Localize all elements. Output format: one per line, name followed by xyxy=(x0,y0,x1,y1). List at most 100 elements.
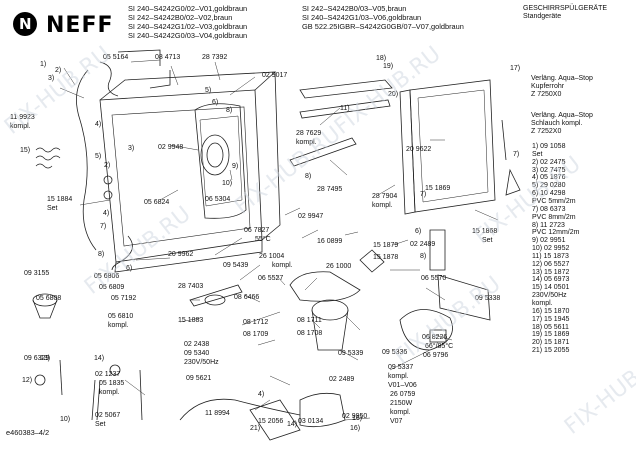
heater xyxy=(399,309,453,351)
model-line: SI 240–S4242G0/02–V01,goldbraun xyxy=(128,4,248,13)
parts-list-entry: 19) 15 1869 xyxy=(532,331,570,339)
part-callout: 15 2056 xyxy=(258,418,284,425)
part-callout: 08 4713 xyxy=(155,54,181,61)
parts-list-entry: 20) 15 1871 xyxy=(532,339,570,347)
svg-text:16): 16) xyxy=(352,415,362,422)
category-title: GESCHIRRSPÜLGERÄTE xyxy=(523,5,608,12)
inlet-hose xyxy=(149,70,171,89)
model-line: SI 242–S4242B0/02–V02,braun xyxy=(128,13,233,22)
part-callout: Set xyxy=(47,205,58,212)
svg-text:8): 8) xyxy=(226,107,232,114)
parts-list-entry: 8) 11 2723 xyxy=(532,221,565,229)
part-callout: kompl. xyxy=(388,373,409,380)
parts-list-entry: 17) 15 1945 xyxy=(532,315,570,323)
part-callout: 05 6808 xyxy=(36,295,62,302)
part-callout: kompl. xyxy=(272,262,293,269)
svg-text:6): 6) xyxy=(126,265,132,272)
svg-text:20): 20) xyxy=(388,91,398,98)
parts-list-entry: 3) 02 7475 xyxy=(532,166,566,174)
svg-text:4): 4) xyxy=(258,391,264,398)
part-callout: 02 9950 xyxy=(342,413,368,420)
part-callout: 06 8226 xyxy=(422,334,448,341)
svg-text:11): 11) xyxy=(340,105,350,112)
spray-arm-lower xyxy=(189,284,243,307)
model-line: SI 240–S4242G1/03–V06,goldbraun xyxy=(302,13,422,22)
model-line: GB 522.25IGBR–S4242G0GB/07–V07,goldbraun xyxy=(302,22,464,31)
parts-list-entry: 230V/50Hz xyxy=(532,292,567,300)
part-callout: 02 2489 xyxy=(329,376,355,383)
part-callout: kompl. xyxy=(372,202,393,209)
part-callout: 16 0899 xyxy=(317,238,343,245)
note-line: Z 7252X0 xyxy=(531,128,562,135)
part-callout: 15 1869 xyxy=(425,185,451,192)
part-callout: 230V/50Hz xyxy=(184,359,219,366)
part-callout: 08 1712 xyxy=(243,319,269,326)
note-line: Verläng. Aqua–Stop xyxy=(531,75,593,82)
svg-text:8): 8) xyxy=(305,173,311,180)
part-callout: 15 1878 xyxy=(373,254,399,261)
part-callout: 02 5067 xyxy=(95,412,121,419)
part-callout: 09 5338 xyxy=(475,295,501,302)
svg-text:10): 10) xyxy=(60,416,70,423)
part-callout: kompl. xyxy=(390,409,411,416)
part-callout: 15 1868 xyxy=(472,228,498,235)
part-callout: 09 5439 xyxy=(223,262,249,269)
part-callout: 28 7392 xyxy=(202,54,228,61)
parts-list-entry: 2) 02 2475 xyxy=(532,158,566,166)
part-callout: 06 7827 xyxy=(244,227,270,234)
spring-icon xyxy=(35,147,61,169)
part-callout: kompl. xyxy=(296,139,317,146)
part-callout: 28 7495 xyxy=(317,186,343,193)
part-callout: 15 1883 xyxy=(178,317,204,324)
category-subtitle: Standgeräte xyxy=(523,13,562,20)
svg-text:7): 7) xyxy=(100,223,106,230)
parts-list-entry: 15) 14 0501 xyxy=(532,284,570,292)
svg-text:18): 18) xyxy=(376,55,386,62)
parts-list-entry: 5) 29 0280 xyxy=(532,182,566,190)
parts-list-entry: 14) 05 6973 xyxy=(532,276,570,284)
part-callout: 11 8994 xyxy=(205,410,230,417)
part-callout: 08 1708 xyxy=(297,330,323,337)
parts-list-entry: 16) 15 1870 xyxy=(532,307,570,315)
svg-text:2): 2) xyxy=(55,67,61,74)
part-callout: 05 7192 xyxy=(111,295,137,302)
top-rail xyxy=(299,79,393,99)
part-callout: 05 6824 xyxy=(144,199,170,206)
part-callout: 2150W xyxy=(390,400,413,407)
parts-list-entry: 1) 09 1058 xyxy=(532,143,566,150)
part-callout: 26 1004 xyxy=(259,253,285,260)
parts-list-entry: 4) 05 1876 xyxy=(532,174,566,182)
svg-text:10): 10) xyxy=(222,180,232,187)
part-callout: 09 5336 xyxy=(382,349,408,356)
svg-text:19): 19) xyxy=(383,63,393,70)
part-callout: 05 1835 xyxy=(99,380,125,387)
tub-seal xyxy=(200,134,230,176)
note-line: Z 7250X0 xyxy=(531,91,562,98)
svg-text:3): 3) xyxy=(128,145,134,152)
part-callout: 08 1711 xyxy=(297,317,322,324)
svg-text:12): 12) xyxy=(22,377,32,384)
part-callout: 02 2489 xyxy=(410,241,436,248)
part-callout: 09 6329 xyxy=(24,355,50,362)
part-callout: 55°C xyxy=(255,236,271,243)
part-callout: Set xyxy=(482,237,493,244)
part-callout: 09 5621 xyxy=(186,375,212,382)
svg-text:17): 17) xyxy=(510,65,520,72)
svg-text:5): 5) xyxy=(205,87,211,94)
svg-text:21): 21) xyxy=(250,425,260,432)
model-line: SI 242–S4242B0/03–V05,braun xyxy=(302,4,407,13)
part-callout: 66°/85°C xyxy=(425,343,454,350)
part-callout: 06 5527 xyxy=(258,275,284,282)
part-callout: 02 9948 xyxy=(158,144,184,151)
parts-list-entry: 9) 02 9951 xyxy=(532,237,566,245)
parts-list-entry: 21) 15 2055 xyxy=(532,347,570,355)
part-callout: 06 5304 xyxy=(205,196,231,203)
parts-list-entry: 10) 02 9952 xyxy=(532,245,570,253)
part-callout: 15 1879 xyxy=(373,242,399,249)
valve xyxy=(429,229,446,271)
part-callout: 02 9947 xyxy=(298,213,324,220)
part-callout: kompl. xyxy=(108,322,129,329)
note-line: Verläng. Aqua–Stop xyxy=(531,112,593,119)
svg-text:15): 15) xyxy=(20,147,30,154)
cover-panel xyxy=(437,274,491,321)
